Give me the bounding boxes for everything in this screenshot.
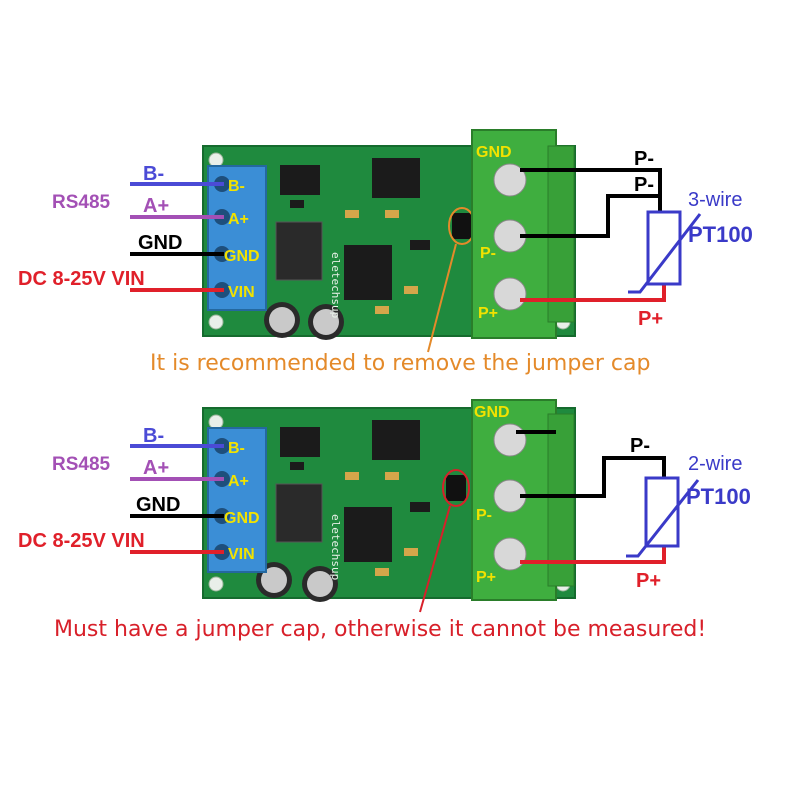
top-pin-right-p-minus: P- (480, 245, 496, 262)
bottom-label-rs485: RS485 (52, 454, 111, 475)
bottom-pt100-slash (626, 479, 700, 558)
bottom-pin-right-p-minus: P- (476, 507, 492, 524)
top-pcb-hole (208, 152, 224, 168)
top-smd (404, 286, 418, 294)
top-regulator (275, 221, 323, 281)
top-pcb-hole (208, 314, 224, 330)
top-pin-gnd: GND (224, 248, 260, 265)
bottom-pin-vin: VIN (228, 546, 255, 563)
top-capacitor-top (269, 307, 295, 333)
bottom-jumper-highlight (442, 469, 470, 507)
bottom-smd (404, 548, 418, 556)
bottom-terminal-screw (493, 423, 527, 457)
bottom-silkscreen: eletechsup (329, 514, 342, 580)
top-ic-chip (344, 245, 392, 300)
top-silkscreen: eletechsup (329, 252, 342, 318)
bottom-capacitor-top (261, 567, 287, 593)
bottom-wire-p-plus (520, 546, 666, 564)
top-module: eletechsup B- RS485 A+ GND DC 8-25V VIN … (18, 129, 753, 376)
top-ic-chip (372, 158, 420, 198)
top-sensor-name: PT100 (688, 222, 753, 247)
top-smd (345, 210, 359, 218)
top-terminal-screw (493, 163, 527, 197)
bottom-pin-right-gnd: GND (474, 404, 510, 421)
bottom-pin-right-p-plus: P+ (476, 569, 496, 586)
bottom-jumper-pointer (419, 505, 451, 613)
bottom-pin-b: B- (228, 440, 245, 457)
bottom-ic-chip (344, 507, 392, 562)
top-smd (410, 240, 430, 250)
top-note: It is recommended to remove the jumper c… (150, 351, 650, 376)
top-jumper-pointer (427, 243, 457, 353)
top-capacitor-top (313, 309, 339, 335)
top-label-a-plus: A+ (143, 195, 169, 217)
bottom-label-p-minus: P- (630, 435, 650, 457)
top-sensor-mode: 3-wire (688, 189, 742, 211)
bottom-wire-p-minus (520, 456, 666, 498)
top-wire-p-minus-2 (520, 194, 662, 238)
top-pt100-slash (628, 213, 702, 294)
top-label-gnd: GND (138, 232, 182, 254)
bottom-smd (375, 568, 389, 576)
bottom-label-b-minus: B- (143, 425, 164, 447)
bottom-note: Must have a jumper cap, otherwise it can… (54, 617, 706, 642)
top-pin-vin: VIN (228, 284, 255, 301)
bottom-pin-a: A+ (228, 473, 249, 490)
bottom-label-a-plus: A+ (143, 457, 169, 479)
top-label-rs485: RS485 (52, 192, 111, 213)
bottom-pcb-hole (208, 576, 224, 592)
bottom-ic-chip (280, 427, 320, 457)
top-smd (375, 306, 389, 314)
bottom-label-gnd: GND (136, 494, 180, 516)
top-label-b-minus: B- (143, 163, 164, 185)
bottom-smd (290, 462, 304, 470)
bottom-pcb-hole (208, 414, 224, 430)
bottom-smd (385, 472, 399, 480)
top-smd (385, 210, 399, 218)
bottom-sensor-mode: 2-wire (688, 453, 742, 475)
bottom-sensor-name: PT100 (686, 484, 751, 509)
top-pin-b: B- (228, 178, 245, 195)
top-terminal-screw (493, 277, 527, 311)
bottom-smd (410, 502, 430, 512)
bottom-label-dc: DC 8-25V VIN (18, 530, 145, 552)
bottom-ic-chip (372, 420, 420, 460)
bottom-label-p-plus: P+ (636, 570, 661, 592)
bottom-regulator (275, 483, 323, 543)
bottom-sensor-terminal-side (547, 413, 575, 587)
bottom-module: eletechsup B- RS485 A+ GND DC 8-25V VIN … (18, 399, 751, 642)
top-ic-chip (280, 165, 320, 195)
bottom-terminal-screw (493, 537, 527, 571)
top-pin-right-p-plus: P+ (478, 305, 498, 322)
top-label-p-minus-1: P- (634, 148, 654, 170)
top-pin-a: A+ (228, 211, 249, 228)
top-pin-right-gnd: GND (476, 144, 512, 161)
bottom-smd (345, 472, 359, 480)
top-wire-p-plus (520, 284, 666, 302)
bottom-capacitor-top (307, 571, 333, 597)
top-label-p-plus: P+ (638, 308, 663, 330)
top-label-dc: DC 8-25V VIN (18, 268, 145, 290)
bottom-jumper (446, 475, 466, 501)
top-jumper (452, 213, 472, 239)
top-label-p-minus-2: P- (634, 174, 654, 196)
top-smd (290, 200, 304, 208)
bottom-pin-gnd: GND (224, 510, 260, 527)
